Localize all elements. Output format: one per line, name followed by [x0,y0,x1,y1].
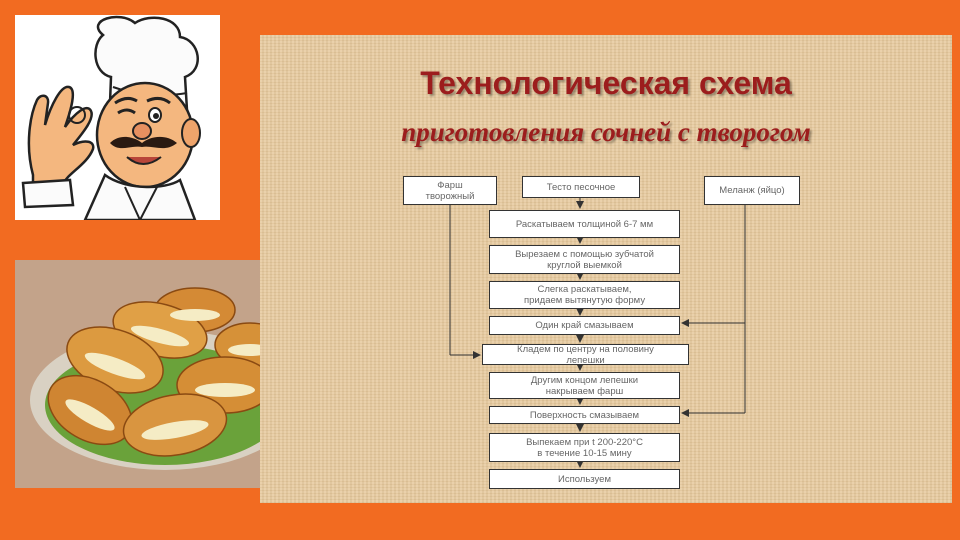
step-bake-box: Выпекаем при t 200-220°C в течение 10-15… [489,433,680,462]
slide-title: Технологическая схема [420,65,792,101]
flow-connectors [449,198,746,468]
chef-icon [21,15,201,223]
step-roll-box: Раскатываем толщиной 6-7 мм [489,210,680,238]
step-cut-box: Вырезаем с помощью зубчатой круглой выем… [489,245,680,274]
input-dough-box: Тесто песочное [522,176,640,198]
slide-panel: Технологическая схема приготовления сочн… [260,35,952,503]
step-shape-box: Слегка раскатываем, придаем вытянутую фо… [489,281,680,309]
food-photo [15,260,300,488]
syrniki-plate-icon [15,260,300,488]
step-grease-edge-box: Один край смазываем [489,316,680,335]
chef-illustration [15,15,220,223]
step-use-box: Используем [489,469,680,489]
step-grease-surface-box: Поверхность смазываем [489,406,680,424]
step-cover-box: Другим концом лепешки накрываем фарш [489,372,680,399]
step-place-filling-box: Кладем по центру на половину лепешки [482,344,689,366]
input-melange-box: Меланж (яйцо) [704,176,800,205]
input-filling-box: Фарш творожный [403,176,497,205]
slide-subtitle: приготовления сочней с творогом [401,117,811,147]
